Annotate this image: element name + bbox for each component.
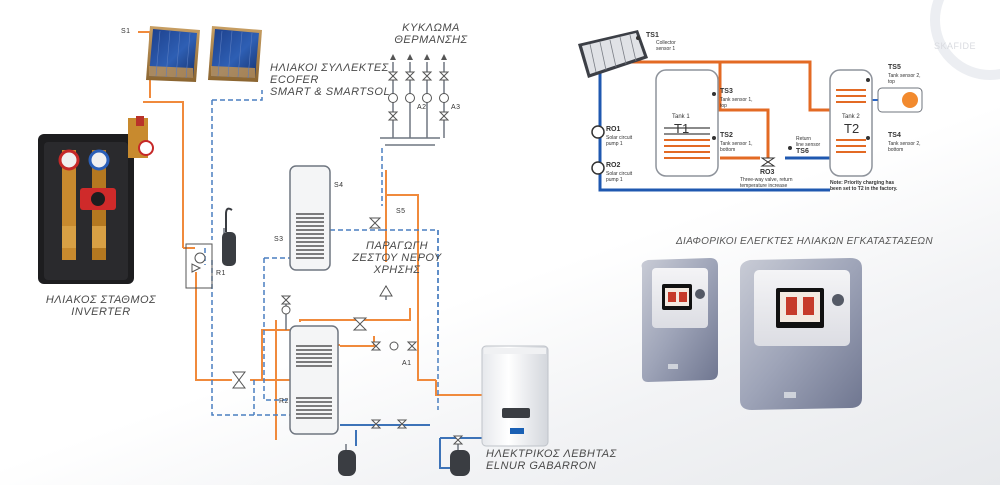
dhw-label: ΠΑΡΑΓΩΓΗ ΖΕΣΤΟΥ ΝΕΡΟΥ ΧΡΗΣΗΣ: [352, 240, 442, 276]
dhw-line-3: ΧΡΗΣΗΣ: [373, 264, 421, 276]
controller-large[interactable]: [740, 258, 862, 410]
solar-collector-2: [208, 26, 262, 82]
boiler-line-2: ELNUR GABARRON: [486, 460, 597, 472]
expansion-vessels: [222, 232, 470, 476]
heating-circuit-line-2: ΘΕΡΜΑΝΣΗΣ: [394, 34, 468, 46]
collectors-label: ΗΛΙΑΚΟΙ ΣΥΛΛΕΚΤΕΣ ECOFER SMART & SMARTSO…: [270, 62, 390, 98]
controller-diagram: [578, 30, 923, 192]
dhw-tank-upper: [289, 165, 331, 271]
heating-circuit-line-1: ΚΥΚΛΩΜΑ: [402, 22, 460, 34]
collectors-line-2: ECOFER: [270, 74, 319, 86]
heating-circuit-label: ΚΥΚΛΩΜΑ ΘΕΡΜΑΝΣΗΣ: [392, 22, 470, 46]
controllers-label: ΔΙΑΦΟΡΙΚΟΙ ΕΛΕΓΚΤΕΣ ΗΛΙΑΚΩΝ ΕΓΚΑΤΑΣΤΑΣΕΩ…: [676, 236, 933, 247]
sensor-s4: S4: [334, 182, 344, 189]
station-label: ΗΛΙΑΚΟΣ ΣΤΑΘΜΟΣ INVERTER: [38, 294, 164, 318]
fittings: [185, 217, 464, 445]
dhw-line-1: ΠΑΡΑΓΩΓΗ: [365, 240, 429, 252]
sensor-r2: R2: [279, 398, 289, 405]
decorative-arc: [930, 0, 1000, 80]
heating-valves: [387, 71, 450, 121]
boiler-label: ΗΛΕΚΤΡΙΚΟΣ ΛΕΒΗΤΑΣ ELNUR GABARRON: [486, 448, 617, 472]
watermark: SKAFIDE: [934, 41, 977, 51]
solar-collector-1: [146, 26, 200, 82]
sensor-s3: S3: [274, 236, 284, 243]
sensor-a2: A2: [417, 104, 427, 111]
boiler-line-1: ΗΛΕΚΤΡΙΚΟΣ ΛΕΒΗΤΑΣ: [486, 448, 617, 460]
heating-circuit-arrows: [390, 54, 447, 60]
station-line-2: INVERTER: [71, 306, 131, 318]
dhw-tank-lower: [289, 325, 339, 435]
sensor-s5: S5: [396, 208, 406, 215]
orange-pipes: [120, 31, 482, 440]
sensor-r1: R1: [216, 270, 226, 277]
vessel-hook: [225, 207, 233, 232]
station-line-1: ΗΛΙΑΚΟΣ ΣΤΑΘΜΟΣ: [45, 294, 157, 306]
sensor-a3: A3: [451, 104, 461, 111]
blue-dashed-pipes: [204, 90, 439, 416]
dhw-line-2: ΖΕΣΤΟΥ ΝΕΡΟΥ: [352, 252, 442, 264]
pump-station: [38, 116, 154, 284]
collectors-line-1: ΗΛΙΑΚΟΙ ΣΥΛΛΕΚΤΕΣ: [270, 62, 389, 74]
controller-small[interactable]: [641, 258, 718, 382]
electric-boiler: [481, 345, 549, 447]
sensor-s1: S1: [121, 28, 131, 35]
collectors-line-3: SMART & SMARTSOL: [270, 86, 391, 98]
sensor-a1: A1: [402, 360, 412, 367]
